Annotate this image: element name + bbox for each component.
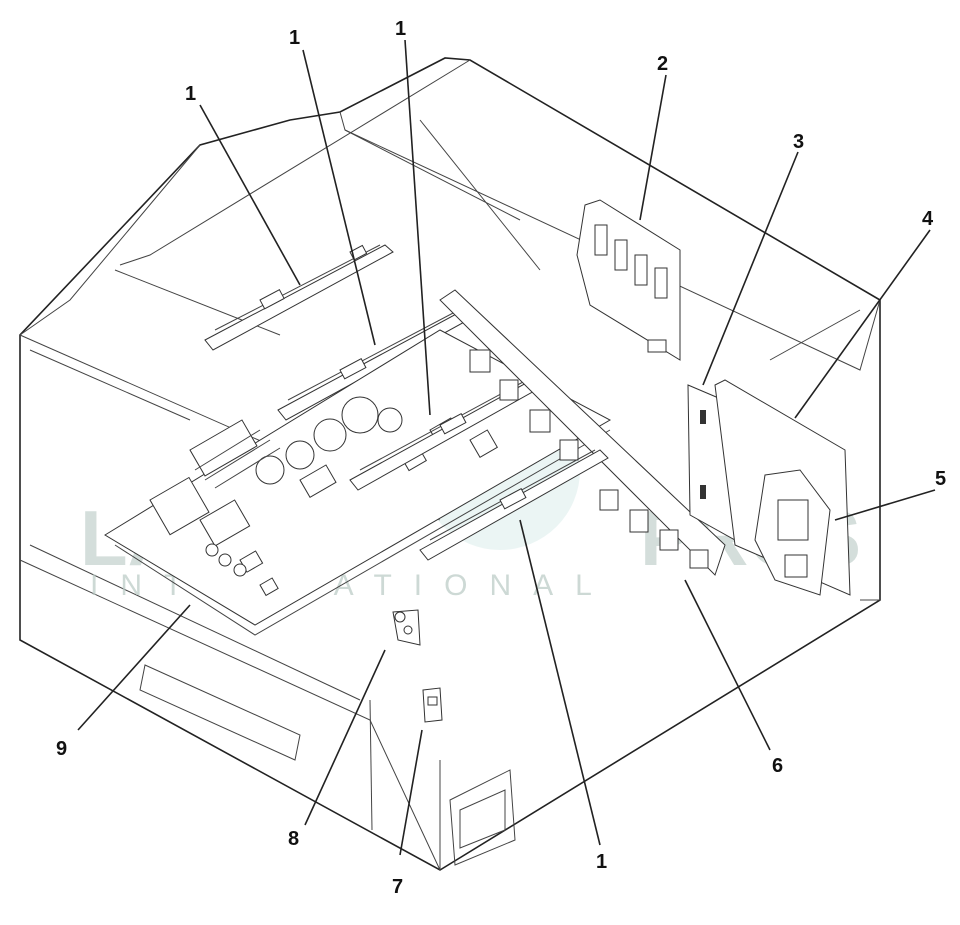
callout-9: 9 bbox=[56, 738, 67, 760]
callout-labels: 1 1 1 2 3 4 5 6 7 8 9 1 bbox=[56, 18, 946, 898]
power-switch-assembly bbox=[754, 469, 831, 596]
sensor-bar-center bbox=[349, 381, 537, 491]
callout-7: 7 bbox=[392, 876, 403, 898]
hv-plate bbox=[576, 199, 681, 361]
callout-3: 3 bbox=[793, 131, 804, 153]
callout-4: 4 bbox=[922, 208, 934, 230]
callout-5: 5 bbox=[935, 468, 946, 490]
callout-2: 2 bbox=[657, 53, 668, 75]
callout-8: 8 bbox=[288, 828, 299, 850]
interface-board bbox=[439, 289, 726, 576]
sensor-bar-top-left bbox=[204, 244, 394, 351]
small-connector bbox=[422, 687, 443, 723]
callout-6: 6 bbox=[772, 755, 783, 777]
callout-1-c: 1 bbox=[395, 18, 406, 40]
callout-1-b: 1 bbox=[289, 27, 300, 49]
sensor-bar-lower bbox=[419, 449, 609, 561]
small-sensor-board bbox=[392, 609, 421, 646]
callout-1-a: 1 bbox=[185, 83, 196, 105]
watermark-subtitle: INTERNATIONAL bbox=[90, 569, 614, 602]
printer-chassis bbox=[19, 57, 881, 871]
callout-1-d: 1 bbox=[596, 851, 607, 873]
leader-lines bbox=[77, 39, 936, 856]
